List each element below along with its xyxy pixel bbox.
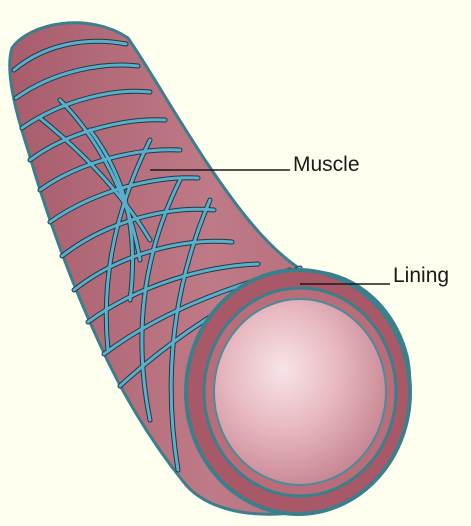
lumen <box>214 299 386 485</box>
lining-label: Lining <box>393 264 449 287</box>
muscle-label: Muscle <box>293 153 360 176</box>
